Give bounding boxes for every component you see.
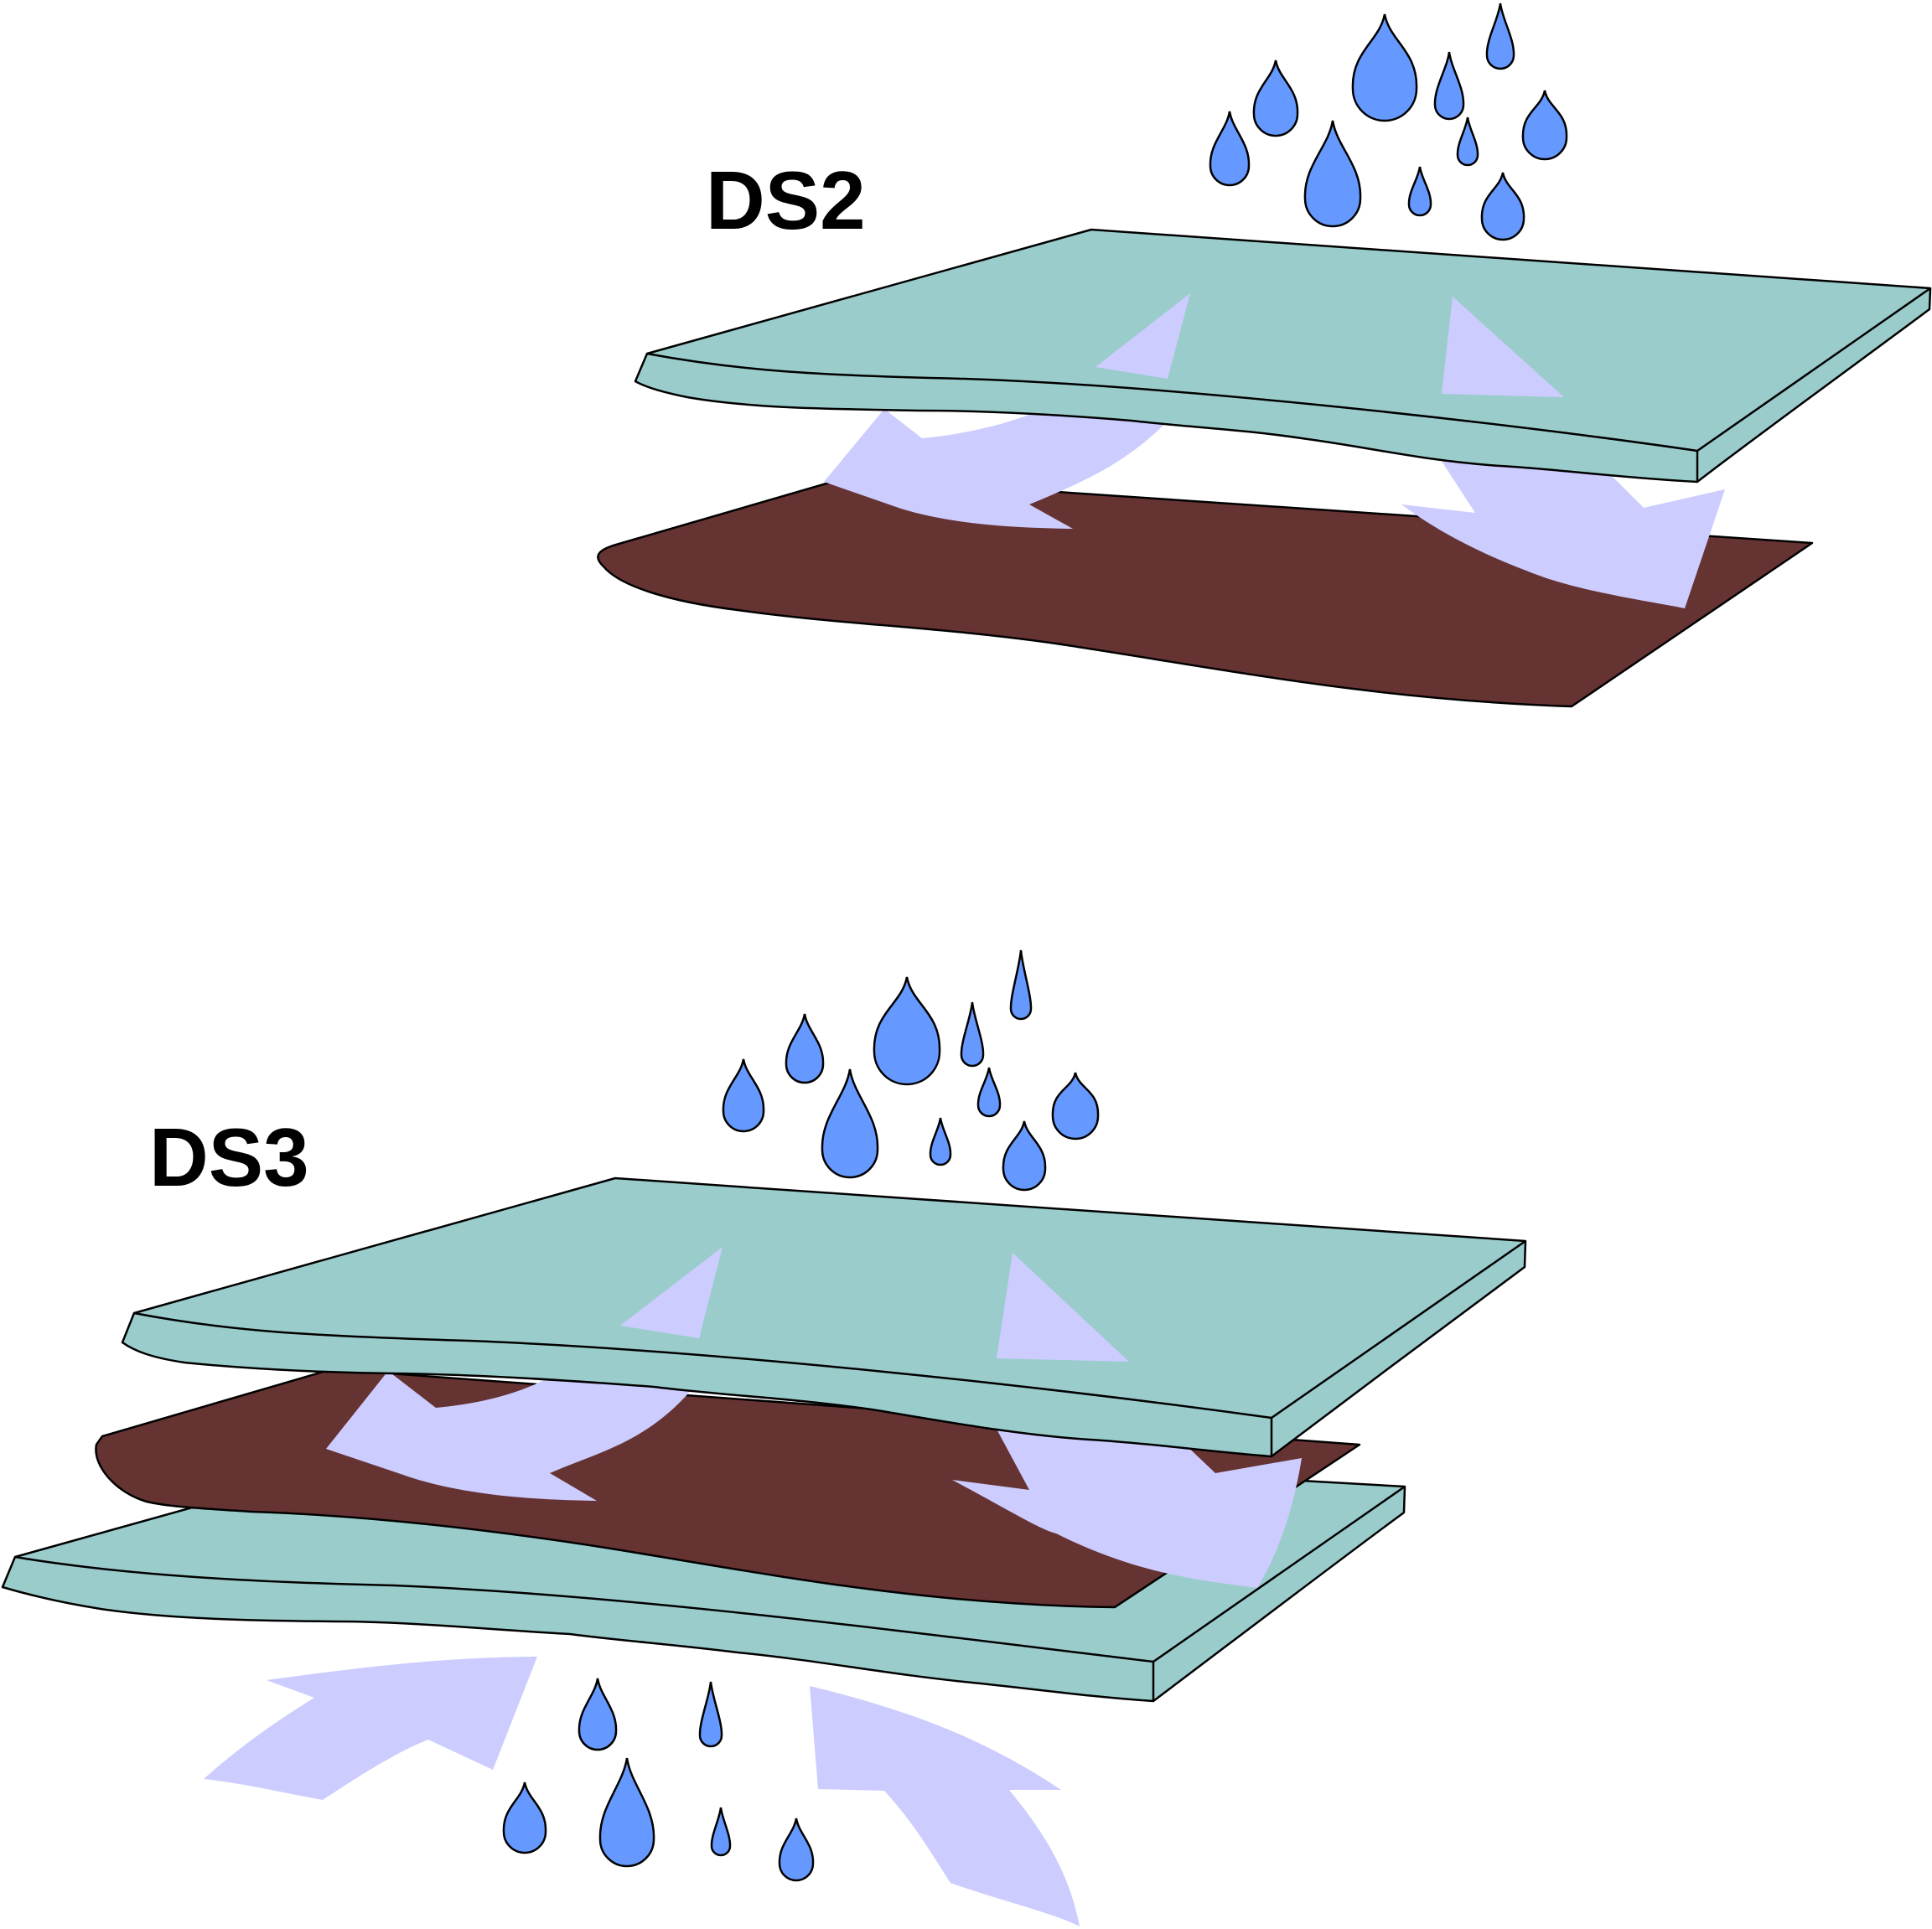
ds2-raindrop bbox=[1303, 120, 1362, 228]
ds2-raindrop bbox=[1521, 90, 1568, 161]
ds3-arrow-bottom-right bbox=[810, 1686, 1080, 1926]
ds3-raindrop bbox=[502, 1782, 547, 1854]
ds3-raindrop bbox=[1002, 1120, 1047, 1192]
ds3-arrow-middle-left bbox=[326, 1371, 704, 1501]
ds3-arrow-bottom-left bbox=[204, 1657, 537, 1800]
ds3-raindrop bbox=[873, 976, 941, 1086]
ds3-raindrop bbox=[976, 1067, 1002, 1118]
ds2-raindrop bbox=[1456, 116, 1479, 167]
ds2-raindrop bbox=[1407, 166, 1432, 217]
ds3-raindrop bbox=[578, 1678, 618, 1751]
raindrops-group bbox=[502, 3, 1568, 1882]
ds3-top-sheet bbox=[121, 1177, 1527, 1458]
ds3-label: DS3 bbox=[149, 1111, 309, 1203]
ds2-raindrop bbox=[1209, 111, 1251, 187]
ds3-raindrop bbox=[929, 1117, 952, 1166]
ds2-raindrop bbox=[1433, 51, 1465, 121]
ds2-arrow-lower-left bbox=[824, 409, 1178, 529]
ds3-arrow-top-left bbox=[620, 1247, 723, 1338]
ds3-raindrop bbox=[960, 1001, 985, 1068]
ds2-raindrop bbox=[1351, 13, 1418, 122]
ds3-raindrop bbox=[1051, 1072, 1100, 1140]
ds3-raindrop bbox=[778, 1818, 815, 1882]
ds2-arrow-top-right bbox=[1442, 297, 1564, 397]
ds2-raindrop bbox=[1252, 59, 1299, 137]
ds3-raindrop bbox=[785, 1013, 825, 1084]
ds2-raindrop bbox=[1480, 172, 1525, 241]
ds2-label: DS2 bbox=[706, 154, 866, 246]
ds2-raindrop bbox=[1485, 3, 1515, 70]
ds3-arrow-middle-right bbox=[952, 1423, 1302, 1588]
ds3-raindrop bbox=[722, 1058, 765, 1133]
ds2-top-sheet bbox=[634, 228, 1932, 484]
ds3-raindrop bbox=[710, 1807, 732, 1857]
ds3-arrow-top-right bbox=[997, 1253, 1129, 1362]
ds3-raindrop bbox=[1009, 949, 1033, 1021]
ds3-raindrop bbox=[698, 1681, 723, 1748]
ds2-arrow-top-left bbox=[1095, 293, 1190, 379]
ds3-raindrop bbox=[598, 1757, 655, 1868]
panel-ds2 bbox=[597, 228, 1932, 708]
panel-ds3 bbox=[1, 1177, 1527, 1926]
ds3-raindrop bbox=[821, 1068, 879, 1179]
ds2-arrow-lower-right bbox=[1401, 448, 1725, 608]
